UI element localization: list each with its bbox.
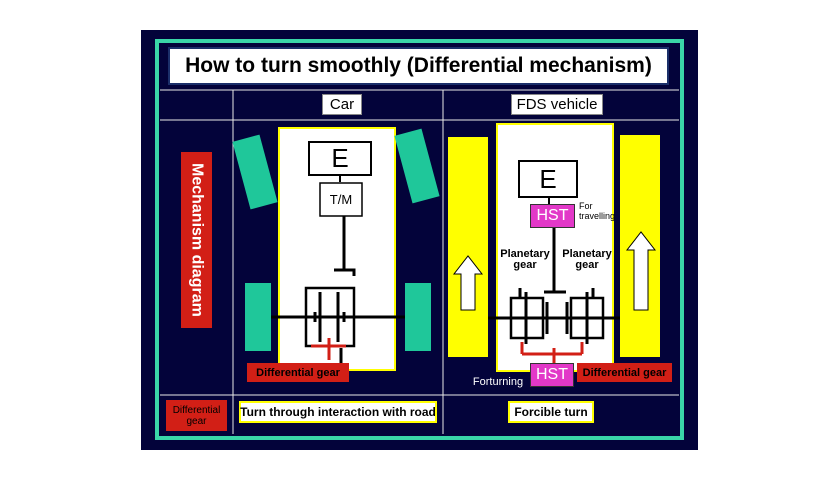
car-differential-red [311, 338, 346, 360]
fds-right-arrow-icon [625, 231, 657, 311]
fds-planetary-mechanism [488, 228, 620, 344]
slide: How to turn smoothly (Differential mecha… [141, 30, 698, 450]
column-header-fds: FDS vehicle [511, 94, 603, 115]
table-grid [160, 89, 679, 434]
fds-bottom-caption: Forcible turn [508, 401, 594, 423]
fds-left-track [448, 137, 488, 357]
car-rear-right-wheel [405, 283, 431, 351]
fds-planetary-right-label: Planetary gear [562, 248, 612, 271]
car-engine-label: E [331, 143, 349, 173]
car-front-right-wheel [394, 128, 440, 204]
car-transmission-label: T/M [329, 192, 353, 207]
column-header-car: Car [322, 94, 362, 115]
car-front-left-wheel [232, 134, 278, 210]
fds-hst-top: HST [530, 204, 575, 228]
fds-engine-label: E [539, 163, 557, 194]
car-transmission-box [319, 182, 363, 217]
fds-differential-red [520, 342, 584, 364]
fds-hst-bottom: HST [530, 363, 574, 387]
row-label-differential: Differential gear [166, 400, 227, 431]
car-engine-box [308, 141, 372, 176]
fds-left-arrow-icon [452, 255, 484, 311]
fds-forturning-label: Forturning [472, 376, 524, 388]
car-rear-left-wheel [245, 283, 271, 351]
fds-planetary-left-label: Planetary gear [500, 248, 550, 271]
fds-engine-box [518, 160, 578, 198]
fds-for-travelling-label: For travelling [579, 201, 616, 221]
diagram-canvas [155, 39, 684, 440]
fds-differential-label: Differential gear [577, 363, 672, 382]
page-title: How to turn smoothly (Differential mecha… [168, 47, 669, 85]
row-label-mechanism: Mechanism diagram [181, 152, 212, 328]
car-differential-label: Differential gear [247, 363, 349, 382]
car-bottom-caption: Turn through interaction with road [239, 401, 437, 423]
slide-frame [155, 39, 684, 440]
